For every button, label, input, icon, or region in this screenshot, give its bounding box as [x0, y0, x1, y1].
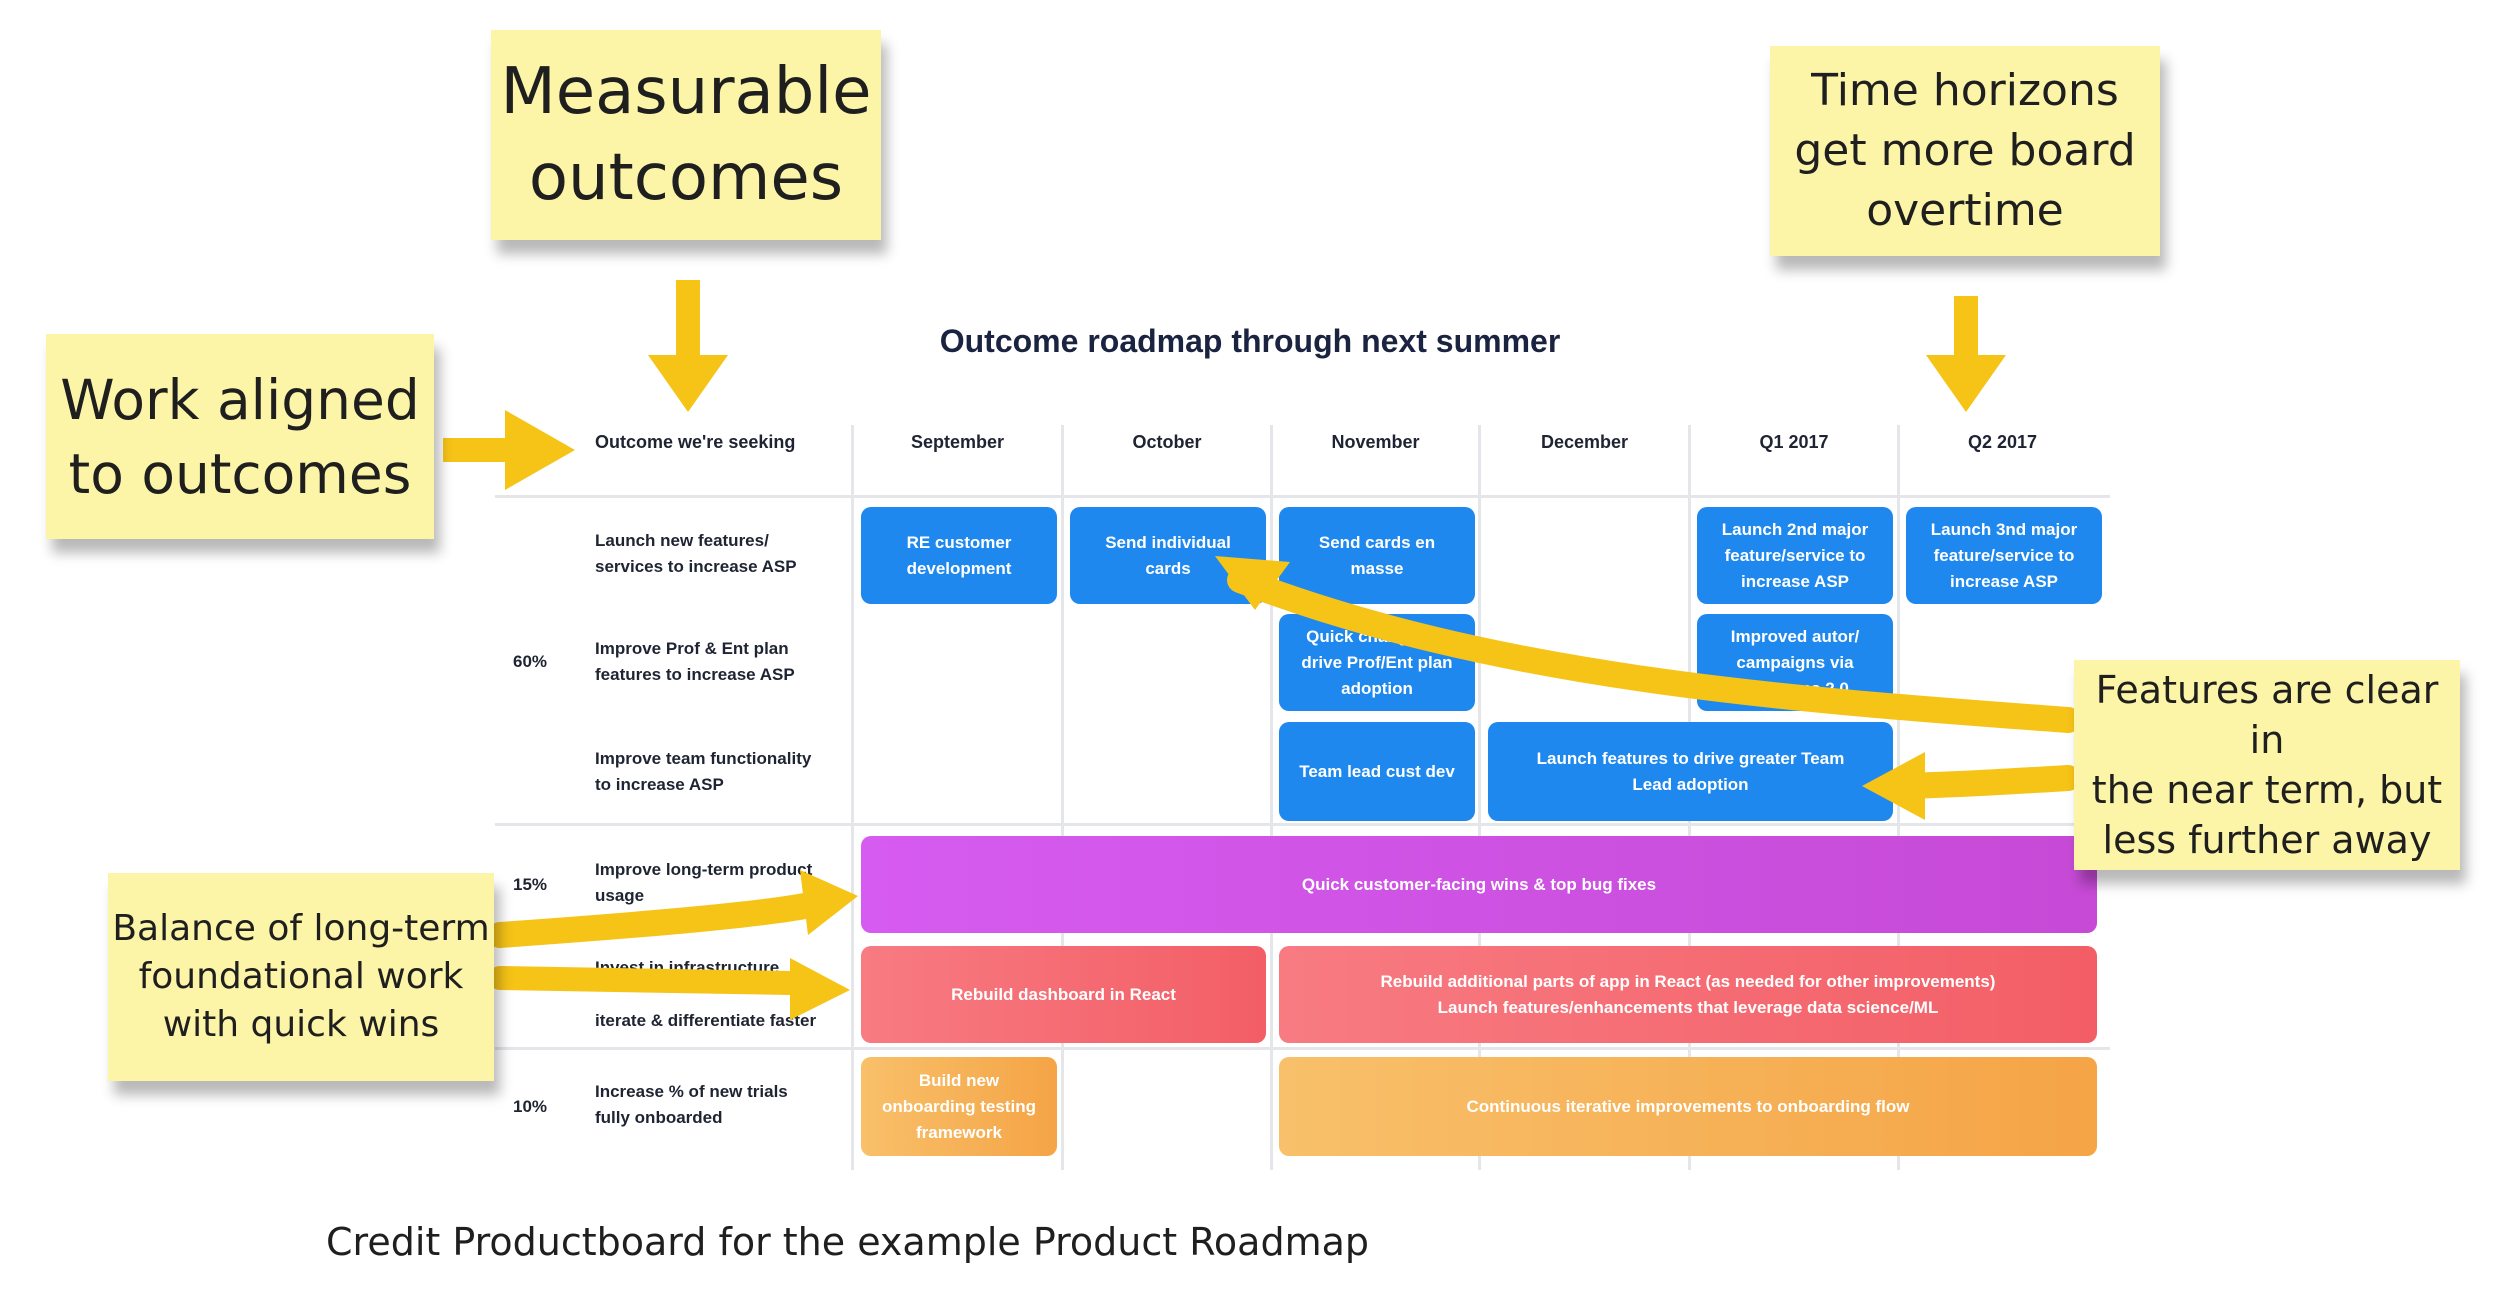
roadmap-title: Outcome roadmap through next summer: [939, 323, 1561, 359]
roadmap-card[interactable]: Rebuild dashboard in React: [861, 946, 1266, 1043]
right-arrow-icon: [488, 966, 802, 995]
curved-arrow-icon: [1227, 567, 2081, 733]
sticky-note-work-aligned: Work aligned to outcomes: [46, 334, 434, 539]
down-arrow-icon: [1926, 296, 2006, 412]
roadmap-card[interactable]: Team lead cust dev: [1279, 722, 1475, 821]
outcome-label: Improve Prof & Ent plan features to incr…: [595, 639, 795, 684]
grid-line: [495, 1047, 2110, 1050]
sticky-note-measurable: Measurable outcomes: [491, 30, 881, 240]
roadmap-card[interactable]: Launch 2nd major feature/service to incr…: [1697, 507, 1893, 604]
roadmap-card[interactable]: Quick customer-facing wins & top bug fix…: [861, 836, 2097, 933]
curved-arrow-icon: [1887, 765, 2081, 799]
outcome-label: iterate & differentiate faster: [595, 1011, 817, 1030]
curved-arrow-icon: [1215, 556, 1290, 610]
down-arrow-icon: [648, 280, 728, 412]
roadmap-card[interactable]: RE customer development: [861, 507, 1057, 604]
outcome-label: Increase % of new trials fully onboarded: [595, 1082, 788, 1127]
column-header: December: [1540, 432, 1629, 452]
roadmap-card[interactable]: Continuous iterative improvements to onb…: [1279, 1057, 2097, 1156]
roadmap-card[interactable]: Rebuild additional parts of app in React…: [1279, 946, 2097, 1043]
curved-arrow-icon: [1862, 752, 1925, 820]
column-header: Q2 2017: [1967, 432, 2038, 452]
curved-arrow-icon: [800, 870, 858, 935]
percentage-label: 15%: [513, 875, 548, 894]
grid-line: [495, 495, 2110, 498]
percentage-label: 60%: [513, 652, 548, 671]
curved-arrow-icon: [487, 892, 823, 948]
column-header: October: [1132, 432, 1202, 452]
roadmap-card[interactable]: Launch 3nd major feature/service to incr…: [1906, 507, 2102, 604]
roadmap-card[interactable]: Launch features to drive greater Team Le…: [1488, 722, 1893, 821]
grid-line: [1478, 425, 1481, 1170]
percentage-label: 10%: [513, 1097, 548, 1116]
grid-line: [495, 823, 2110, 826]
grid-line: [1061, 425, 1064, 1170]
credit-caption: Credit Productboard for the example Prod…: [326, 1220, 1369, 1264]
column-header: November: [1331, 432, 1420, 452]
sticky-note-balance: Balance of long-term foundational work w…: [108, 873, 494, 1081]
outcome-label: Launch new features/ services to increas…: [595, 531, 797, 576]
roadmap-card[interactable]: Send cards en masse: [1279, 507, 1475, 604]
grid-line: [1270, 425, 1273, 1170]
grid-line: [851, 425, 854, 1170]
right-arrow-icon: [790, 958, 850, 1020]
column-header: September: [910, 432, 1005, 452]
column-header: Q1 2017: [1759, 432, 1829, 452]
outcome-label: Improve long-term product usage: [595, 860, 813, 905]
roadmap-card[interactable]: Build new onboarding testing framework: [861, 1057, 1057, 1156]
outcome-header: Outcome we're seeking: [595, 432, 796, 452]
outcome-label: Improve team functionality to increase A…: [595, 749, 812, 794]
sticky-note-time-horizons: Time horizons get more board overtime: [1770, 46, 2160, 256]
right-arrow-icon: [443, 410, 575, 490]
sticky-note-features-clear: Features are clear in the near term, but…: [2074, 660, 2460, 870]
